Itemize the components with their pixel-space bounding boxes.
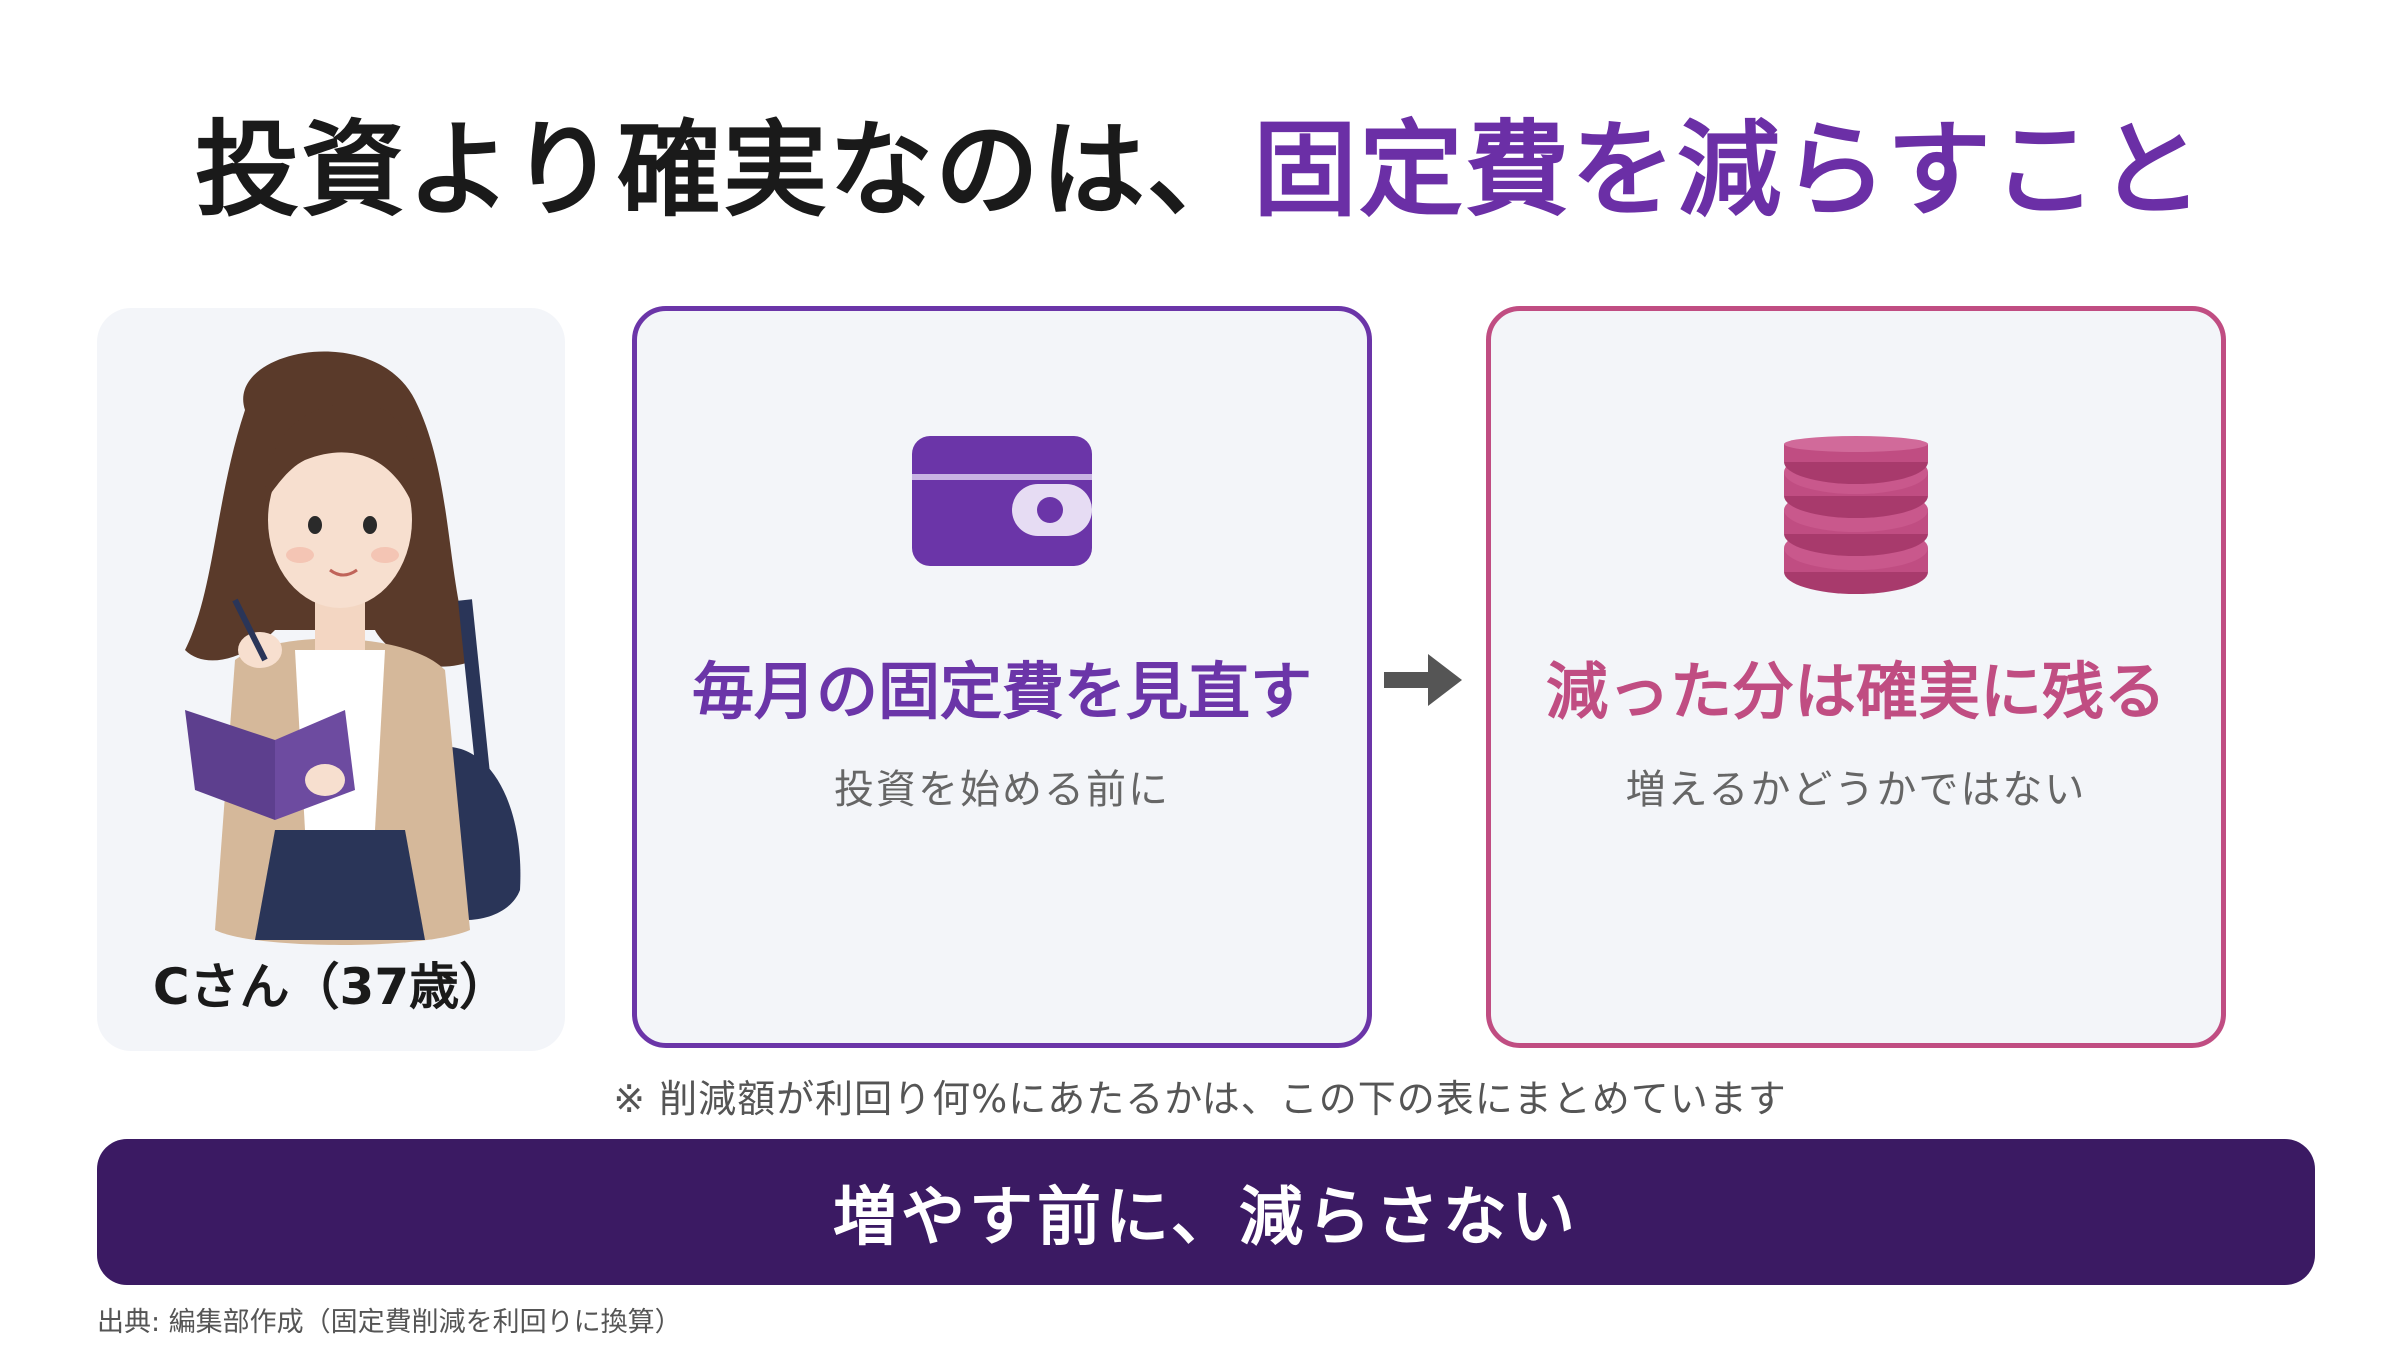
card-right-heading: 減った分は確実に残る	[1545, 655, 2166, 728]
card-review-fixed-costs: 毎月の固定費を見直す 投資を始める前に	[632, 306, 1372, 1048]
woman-with-notebook-illustration	[185, 351, 521, 945]
page-title: 投資より確実なのは、固定費を減らすこと	[0, 85, 2400, 236]
person-card: Cさん（37歳）	[97, 308, 565, 1051]
summary-banner: 増やす前に、減らさない	[97, 1139, 2315, 1285]
arrow-right-icon	[1384, 654, 1462, 706]
person-name: Cさん（37歳）	[152, 958, 510, 1016]
footnote: ※ 削減額が利回り何%にあたるかは、この下の表にまとめています	[613, 1077, 1787, 1121]
card-right-sub: 増えるかどうかではない	[1625, 767, 2087, 813]
coin-stack-icon	[1784, 436, 1928, 594]
wallet-icon	[912, 436, 1092, 566]
title-accent: 固定費を減らすこと	[1253, 109, 2205, 231]
banner-text: 増やす前に、減らさない	[832, 1181, 1580, 1255]
title-main: 投資より確実なのは、	[195, 109, 1253, 231]
card-savings-remain: 減った分は確実に残る 増えるかどうかではない	[1486, 306, 2226, 1048]
card-left-sub: 投資を始める前に	[834, 767, 1170, 813]
card-left-heading: 毎月の固定費を見直す	[691, 655, 1312, 728]
source-credit: 出典: 編集部作成（固定費削減を利回りに換算）	[97, 1307, 682, 1338]
